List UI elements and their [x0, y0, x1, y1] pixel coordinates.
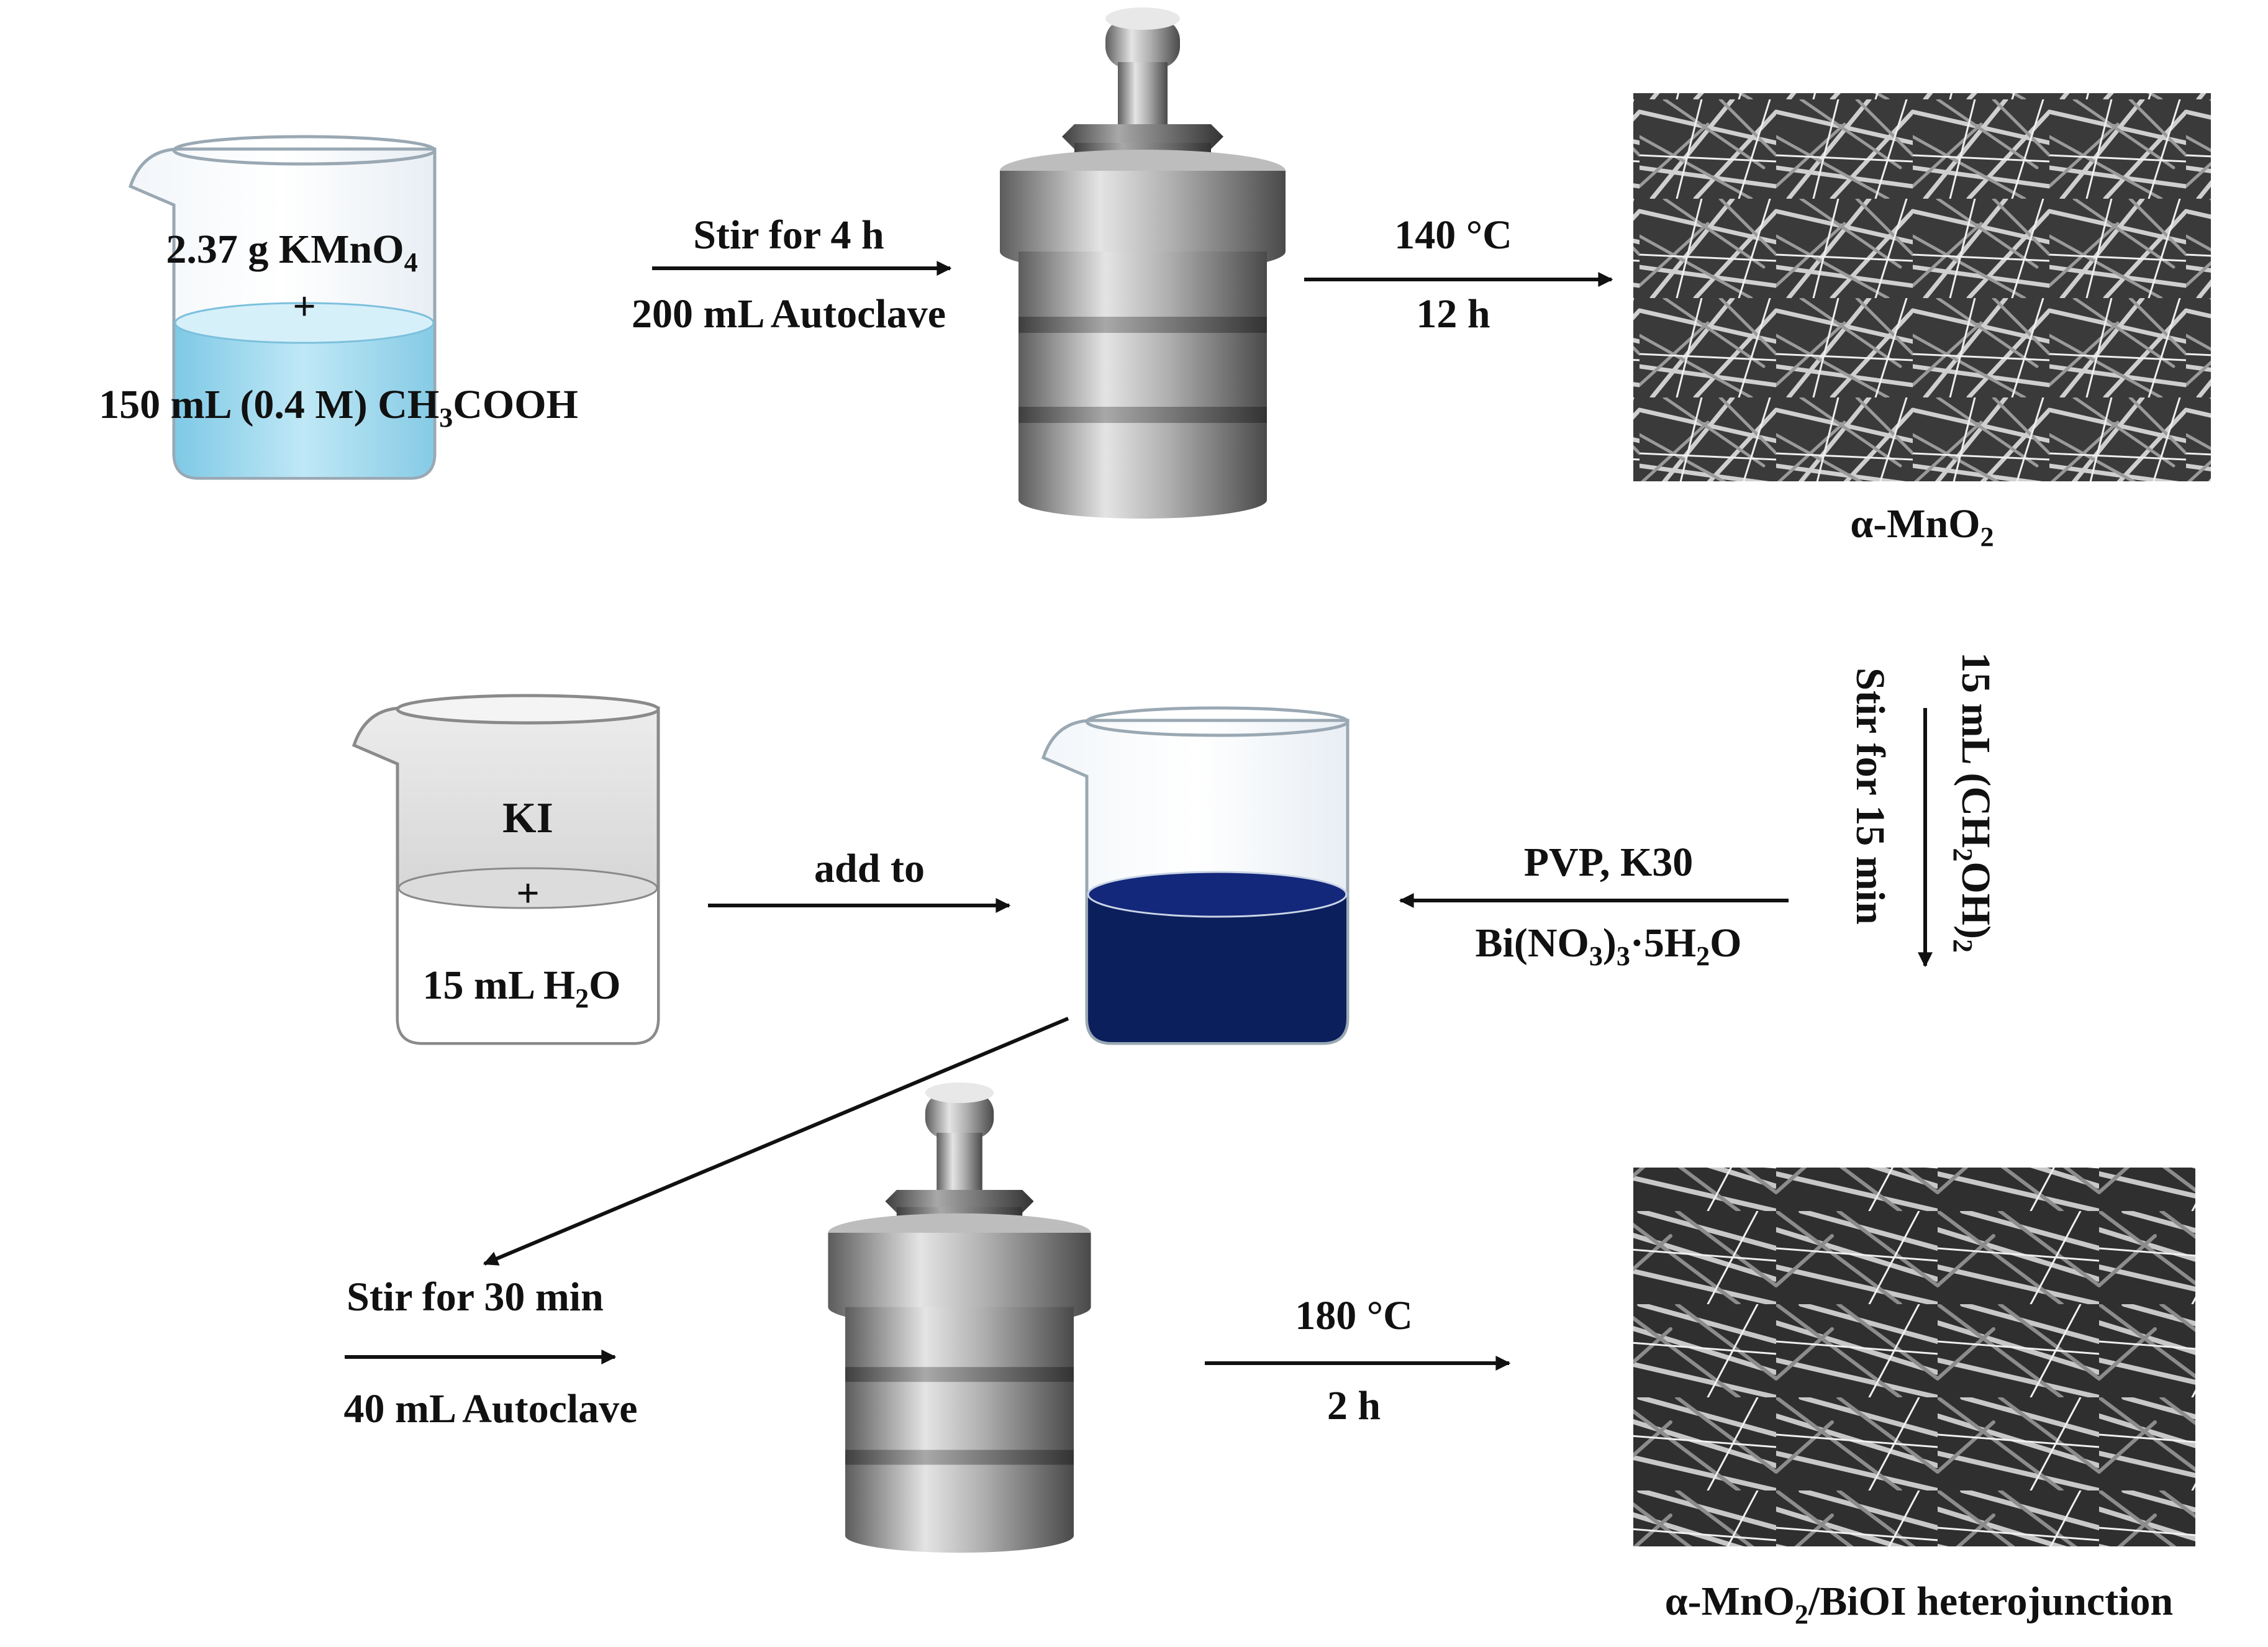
sem-image-mno2 [1633, 93, 2211, 481]
step5-label: add to [814, 846, 925, 891]
step1-autoclave-label: 200 mL Autoclave [632, 291, 946, 337]
step2-time-label: 12 h [1416, 291, 1490, 337]
step2-temp-label: 140 °C [1394, 212, 1512, 258]
sem-image-heterojunction [1633, 1168, 2195, 1546]
step3-stir-label: Stir for 15 min [1848, 668, 1893, 925]
autoclave-200ml [1000, 7, 1286, 519]
step6-diagonal-arrow [483, 1017, 1069, 1266]
beaker2-reagent1: KI [502, 794, 553, 842]
beaker-kmno4 [128, 135, 437, 480]
product1-label: α-MnO2 [1850, 501, 1994, 552]
step6-stir-label: Stir for 30 min [347, 1274, 604, 1320]
autoclave-40ml [828, 1082, 1091, 1553]
product2-label: α-MnO2/BiOI heterojunction [1665, 1579, 2173, 1630]
beaker1-reagent2: 150 mL (0.4 M) CH3COOH [99, 382, 578, 433]
beaker-dark-solution [1041, 706, 1349, 1045]
step1-stir-label: Stir for 4 h [693, 212, 884, 258]
step4-pvp-label: PVP, K30 [1524, 840, 1694, 885]
step7-time-label: 2 h [1327, 1383, 1381, 1428]
beaker1-reagent1: 2.37 g KMnO4 [166, 227, 417, 278]
beaker1-plus: + [293, 284, 316, 329]
step7-temp-label: 180 °C [1295, 1293, 1413, 1338]
beaker-ki [352, 694, 660, 1045]
beaker2-reagent2: 15 mL H2O [422, 963, 620, 1014]
beaker2-plus: + [516, 871, 540, 916]
step6-autoclave-label: 40 mL Autoclave [344, 1386, 638, 1431]
step4-bismuth-label: Bi(NO3)3·5H2O [1475, 920, 1741, 971]
step3-solvent-label: 15 mL (CH2OH)2 [1948, 652, 1998, 953]
